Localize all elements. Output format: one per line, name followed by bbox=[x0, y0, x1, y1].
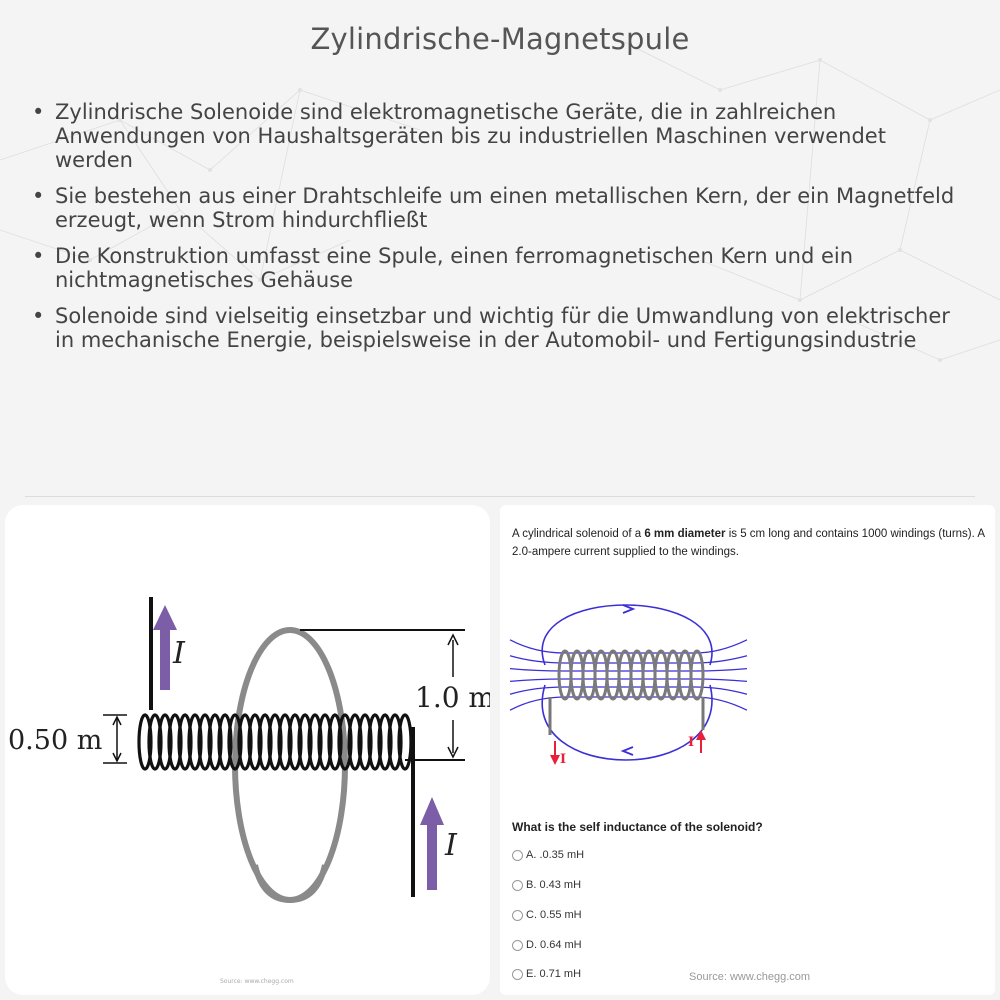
bullet-item: Solenoide sind vielseitig einsetzbar und… bbox=[30, 304, 970, 352]
radio-icon[interactable] bbox=[512, 968, 523, 980]
field-coil-turn bbox=[581, 649, 597, 701]
field-coil-turn bbox=[617, 649, 633, 701]
field-coil-turn bbox=[557, 649, 573, 701]
answer-option-e[interactable]: E. 0.71 mH bbox=[512, 968, 581, 980]
radius-label: 1.0 m bbox=[415, 681, 490, 714]
bullet-item: Sie bestehen aus einer Drahtschleife um … bbox=[30, 184, 970, 232]
current-label-right: I bbox=[688, 735, 694, 750]
coil-turn bbox=[187, 713, 203, 771]
page-title: Zylindrische-Magnetspule bbox=[310, 22, 690, 56]
field-coil-turn bbox=[569, 649, 585, 701]
coil-turn bbox=[397, 713, 413, 771]
bullet-item: Zylindrische Solenoide sind elektromagne… bbox=[30, 100, 970, 172]
field-arrow-top bbox=[622, 604, 636, 614]
field-line bbox=[509, 696, 748, 711]
current-arrow-left bbox=[550, 741, 560, 765]
coil-turn bbox=[387, 713, 403, 771]
intro-bold: 6 mm diameter bbox=[644, 528, 726, 540]
coil-turn bbox=[167, 713, 183, 771]
current-arrow-top bbox=[153, 605, 177, 690]
coil-turn bbox=[287, 713, 303, 771]
field-loop-top bbox=[541, 604, 713, 666]
coil-turn bbox=[247, 713, 263, 771]
coil-turn bbox=[217, 713, 233, 771]
radio-icon[interactable] bbox=[512, 879, 523, 891]
current-label-bottom: I bbox=[444, 828, 458, 863]
current-label-top: I bbox=[172, 636, 186, 671]
coil-turn bbox=[207, 713, 223, 771]
answer-option-a[interactable]: A. .0.35 mH bbox=[512, 849, 584, 861]
bullet-item: Die Konstruktion umfasst eine Spule, ein… bbox=[30, 244, 970, 292]
coil-turn bbox=[327, 713, 343, 771]
field-coil-turn bbox=[677, 649, 693, 701]
coil-turn bbox=[267, 713, 283, 771]
question-intro: A cylindrical solenoid of a 6 mm diamete… bbox=[512, 525, 992, 561]
field-coil-turn bbox=[665, 649, 681, 701]
coil-turn bbox=[147, 713, 163, 771]
coil-turn bbox=[297, 713, 313, 771]
coil-turn bbox=[277, 713, 293, 771]
answer-option-c[interactable]: C. 0.55 mH bbox=[512, 909, 582, 921]
radio-icon[interactable] bbox=[512, 909, 523, 921]
bullet-list: Zylindrische Solenoide sind elektromagne… bbox=[30, 100, 970, 364]
right-figure-panel bbox=[500, 505, 995, 995]
coil-turn bbox=[227, 713, 243, 771]
field-coil-turn bbox=[641, 649, 657, 701]
coil-turn bbox=[357, 713, 373, 771]
answer-option-d[interactable]: D. 0.64 mH bbox=[512, 939, 582, 951]
intro-prefix: A cylindrical solenoid of a bbox=[512, 528, 645, 540]
solenoid-field-figure: I I bbox=[509, 604, 748, 767]
radius-dim-arrow-b bbox=[447, 746, 459, 759]
coil-turn bbox=[177, 713, 193, 771]
current-arrow-bottom bbox=[420, 797, 444, 890]
coil-turn bbox=[317, 713, 333, 771]
answer-option-b[interactable]: B. 0.43 mH bbox=[512, 879, 581, 891]
coil-turn bbox=[307, 713, 323, 771]
radio-icon[interactable] bbox=[512, 849, 523, 861]
left-figure-source: Source: www.chegg.com bbox=[220, 978, 294, 985]
field-coil-turn bbox=[653, 649, 669, 701]
coil-turn bbox=[157, 713, 173, 771]
right-figure-source: Source: www.chegg.com bbox=[689, 971, 811, 983]
coil-turn bbox=[197, 713, 213, 771]
field-loop-bottom bbox=[541, 684, 713, 761]
field-arrow-bottom bbox=[620, 746, 634, 756]
solenoid-coil bbox=[137, 713, 413, 771]
coil-turn bbox=[257, 713, 273, 771]
option-label: E. 0.71 mH bbox=[526, 968, 582, 980]
field-line bbox=[509, 667, 748, 672]
diameter-label: 0.50 m bbox=[8, 725, 102, 756]
field-line bbox=[509, 639, 748, 654]
current-label-left: I bbox=[560, 752, 566, 767]
option-label: C. 0.55 mH bbox=[526, 909, 582, 921]
coil-turn bbox=[367, 713, 383, 771]
intro-suffix: is 5 cm long and contains 1000 windings … bbox=[512, 528, 985, 558]
field-line bbox=[509, 678, 748, 683]
coil-turn bbox=[337, 713, 353, 771]
coil-turn bbox=[137, 713, 153, 771]
radio-icon[interactable] bbox=[512, 939, 523, 951]
option-label: B. 0.43 mH bbox=[526, 879, 582, 891]
field-coil-turn bbox=[629, 649, 645, 701]
coil-turn bbox=[347, 713, 363, 771]
coil-turn bbox=[377, 713, 393, 771]
coil-turn bbox=[237, 713, 253, 771]
current-loop-front bbox=[252, 864, 328, 904]
field-coil-turn bbox=[593, 649, 609, 701]
question-text: What is the self inductance of the solen… bbox=[512, 820, 763, 834]
option-label: A. .0.35 mH bbox=[526, 849, 585, 861]
solenoid-loop-figure: I I 1.0 m 0.50 m bbox=[8, 597, 490, 904]
diameter-dim-arrows bbox=[112, 715, 122, 763]
field-coil-turn bbox=[689, 649, 705, 701]
radius-dim-arrow-a bbox=[447, 633, 459, 646]
option-label: D. 0.64 mH bbox=[526, 939, 582, 951]
section-divider bbox=[25, 496, 975, 497]
field-coil-turn bbox=[605, 649, 621, 701]
field-coil bbox=[557, 649, 705, 701]
current-arrow-right bbox=[696, 730, 706, 753]
